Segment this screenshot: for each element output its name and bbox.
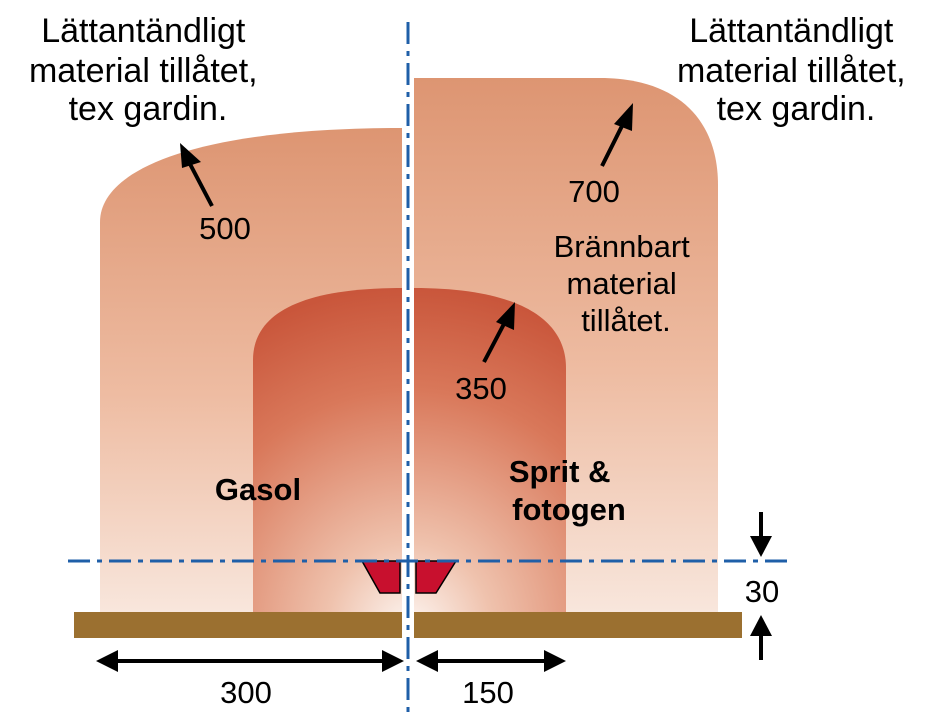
gasol-side-dimension bbox=[96, 650, 404, 672]
right-top-label: Lättantändligt material tillåtet, tex ga… bbox=[677, 12, 915, 128]
gasol-side-distance: 300 bbox=[220, 675, 272, 710]
left-shelf bbox=[74, 612, 402, 638]
left-top-label: Lättantändligt material tillåtet, tex ga… bbox=[29, 12, 267, 128]
burner-height-distance: 30 bbox=[745, 574, 779, 609]
combustible-label: Brännbart material tillåtet. bbox=[554, 229, 699, 338]
sprit-side-distance: 150 bbox=[462, 675, 514, 710]
gasol-label: Gasol bbox=[215, 472, 301, 507]
sprit-combustible-distance: 350 bbox=[455, 371, 507, 406]
sprit-flammable-arrow bbox=[600, 103, 633, 167]
gasol-flammable-arrow bbox=[180, 143, 214, 207]
burner-height-dimension bbox=[750, 512, 772, 660]
sprit-label: Sprit & fotogen bbox=[509, 454, 626, 527]
sprit-side-dimension bbox=[416, 650, 566, 672]
gasol-flammable-distance: 500 bbox=[199, 211, 251, 246]
right-shelf bbox=[414, 612, 742, 638]
sprit-flammable-distance: 700 bbox=[568, 174, 620, 209]
sprit-combustible-arrow bbox=[482, 302, 515, 363]
